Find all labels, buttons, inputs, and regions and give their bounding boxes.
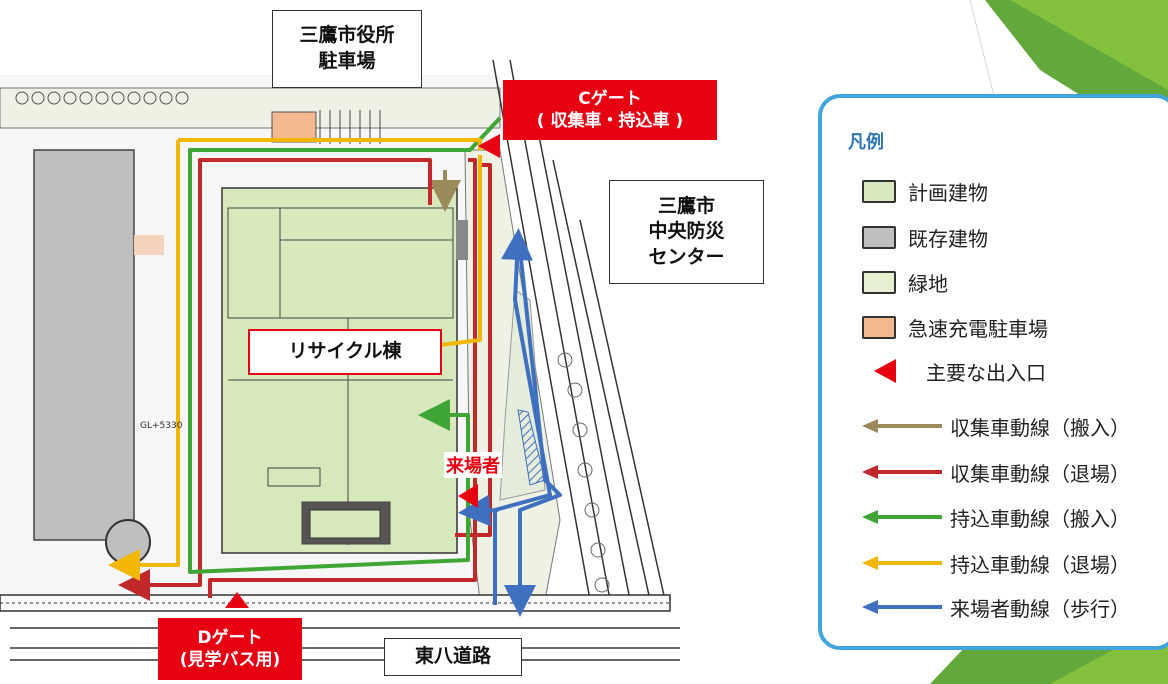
- legend-item: 来場者動線（歩行）: [862, 592, 1130, 622]
- label-disaster-center: 三鷹市 中央防災 センター: [609, 180, 764, 284]
- label-visitors: 来場者: [444, 452, 502, 478]
- legend-label: 収集車動線（退場）: [950, 461, 1130, 486]
- legend-label: 持込車動線（搬入）: [950, 506, 1130, 531]
- legend-label: 計画建物: [908, 180, 988, 205]
- legend-item: 収集車動線（退場）: [862, 457, 1130, 487]
- quick-charge-parking: [271, 111, 317, 143]
- legend-panel: 凡例 計画建物既存建物緑地急速充電駐車場主要な出入口収集車動線（搬入） 収集車動線…: [818, 94, 1168, 650]
- label-recycle-building: リサイクル棟: [248, 329, 442, 375]
- route-arrow-icon: [862, 600, 942, 614]
- route-arrow-icon: [862, 510, 942, 524]
- route-arrow-icon: [862, 465, 942, 479]
- legend-item: 急速充電駐車場: [862, 312, 1048, 342]
- legend-label: 来場者動線（歩行）: [950, 596, 1130, 621]
- legend-label: 急速充電駐車場: [908, 316, 1048, 341]
- route-arrow-icon: [862, 419, 942, 433]
- label-road: 東八道路: [384, 638, 522, 676]
- label-gate-c: Cゲート ( 収集車・持込車 ): [503, 80, 717, 140]
- legend-swatch: [862, 179, 896, 203]
- legend-item: 持込車動線（退場）: [862, 548, 1130, 578]
- route-arrow-icon: [862, 556, 942, 570]
- legend-item: 既存建物: [862, 222, 988, 252]
- legend-label: 持込車動線（退場）: [950, 552, 1130, 577]
- existing-building: [33, 149, 135, 541]
- label-gate-d: Dゲート (見学バス用): [158, 618, 302, 680]
- legend-label: 収集車動線（搬入）: [950, 415, 1130, 440]
- route-collection-outbound: [118, 158, 492, 601]
- label-city-hall-parking: 三鷹市役所 駐車場: [272, 10, 422, 88]
- legend-swatch: [862, 315, 896, 339]
- road-bottom: [0, 594, 680, 661]
- legend-item: 主要な出入口: [872, 356, 1046, 386]
- legend-item: 計画建物: [862, 176, 988, 206]
- route-carry-in-inbound: [188, 116, 502, 574]
- tree-row-top: [15, 91, 189, 105]
- legend-swatch: [862, 225, 896, 249]
- legend-label: 主要な出入口: [926, 360, 1046, 385]
- elevation-label: GL+5330: [140, 421, 183, 431]
- road-right: [492, 59, 666, 601]
- entrance-marker-visitors: [458, 484, 478, 508]
- entrance-marker-c: [478, 134, 500, 158]
- route-visitor-walk: [458, 228, 562, 617]
- legend-title: 凡例: [848, 132, 884, 153]
- entrance-triangle-icon: [874, 359, 896, 383]
- legend-swatch: [862, 270, 896, 294]
- legend-item: 収集車動線（搬入）: [862, 411, 1130, 441]
- legend-label: 既存建物: [908, 226, 988, 251]
- legend-item: 持込車動線（搬入）: [862, 502, 1130, 532]
- entrance-marker-d: [225, 592, 249, 608]
- legend-label: 緑地: [908, 271, 948, 296]
- legend-item: 緑地: [862, 267, 948, 297]
